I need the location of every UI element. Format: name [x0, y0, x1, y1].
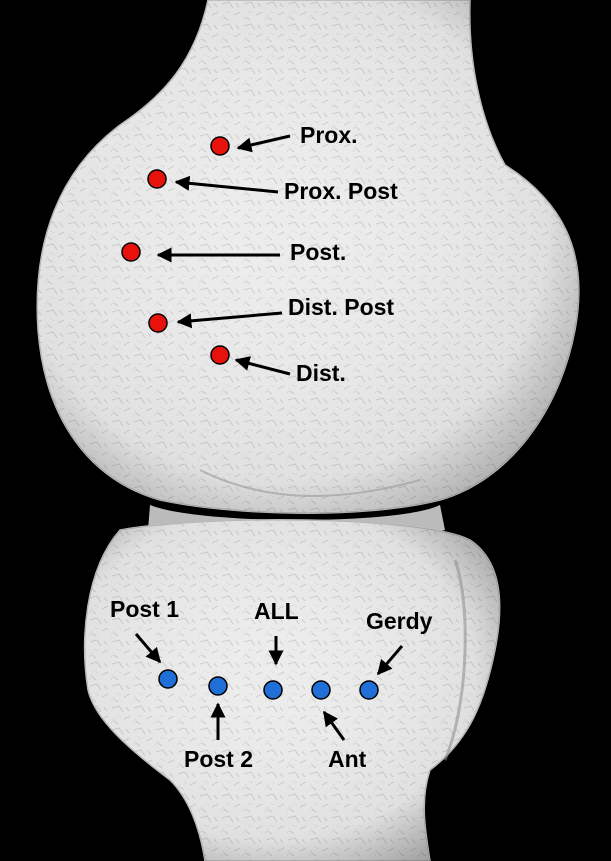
label-dist-post: Dist. Post — [288, 296, 394, 319]
label-prox: Prox. — [300, 124, 358, 147]
label-post-1: Post 1 — [110, 598, 179, 621]
marker-post — [122, 243, 140, 261]
marker-dist-post — [149, 314, 167, 332]
label-gerdy: Gerdy — [366, 610, 432, 633]
marker-all — [264, 681, 282, 699]
tibia — [85, 520, 500, 861]
marker-post-1 — [159, 670, 177, 688]
marker-prox-post — [148, 170, 166, 188]
marker-ant — [312, 681, 330, 699]
label-post: Post. — [290, 241, 346, 264]
label-dist: Dist. — [296, 362, 346, 385]
marker-prox — [211, 137, 229, 155]
marker-dist — [211, 346, 229, 364]
label-post-2: Post 2 — [184, 748, 253, 771]
marker-post-2 — [209, 677, 227, 695]
label-prox-post: Prox. Post — [284, 180, 398, 203]
marker-gerdy — [360, 681, 378, 699]
label-all: ALL — [254, 600, 299, 623]
label-ant: Ant — [328, 748, 366, 771]
